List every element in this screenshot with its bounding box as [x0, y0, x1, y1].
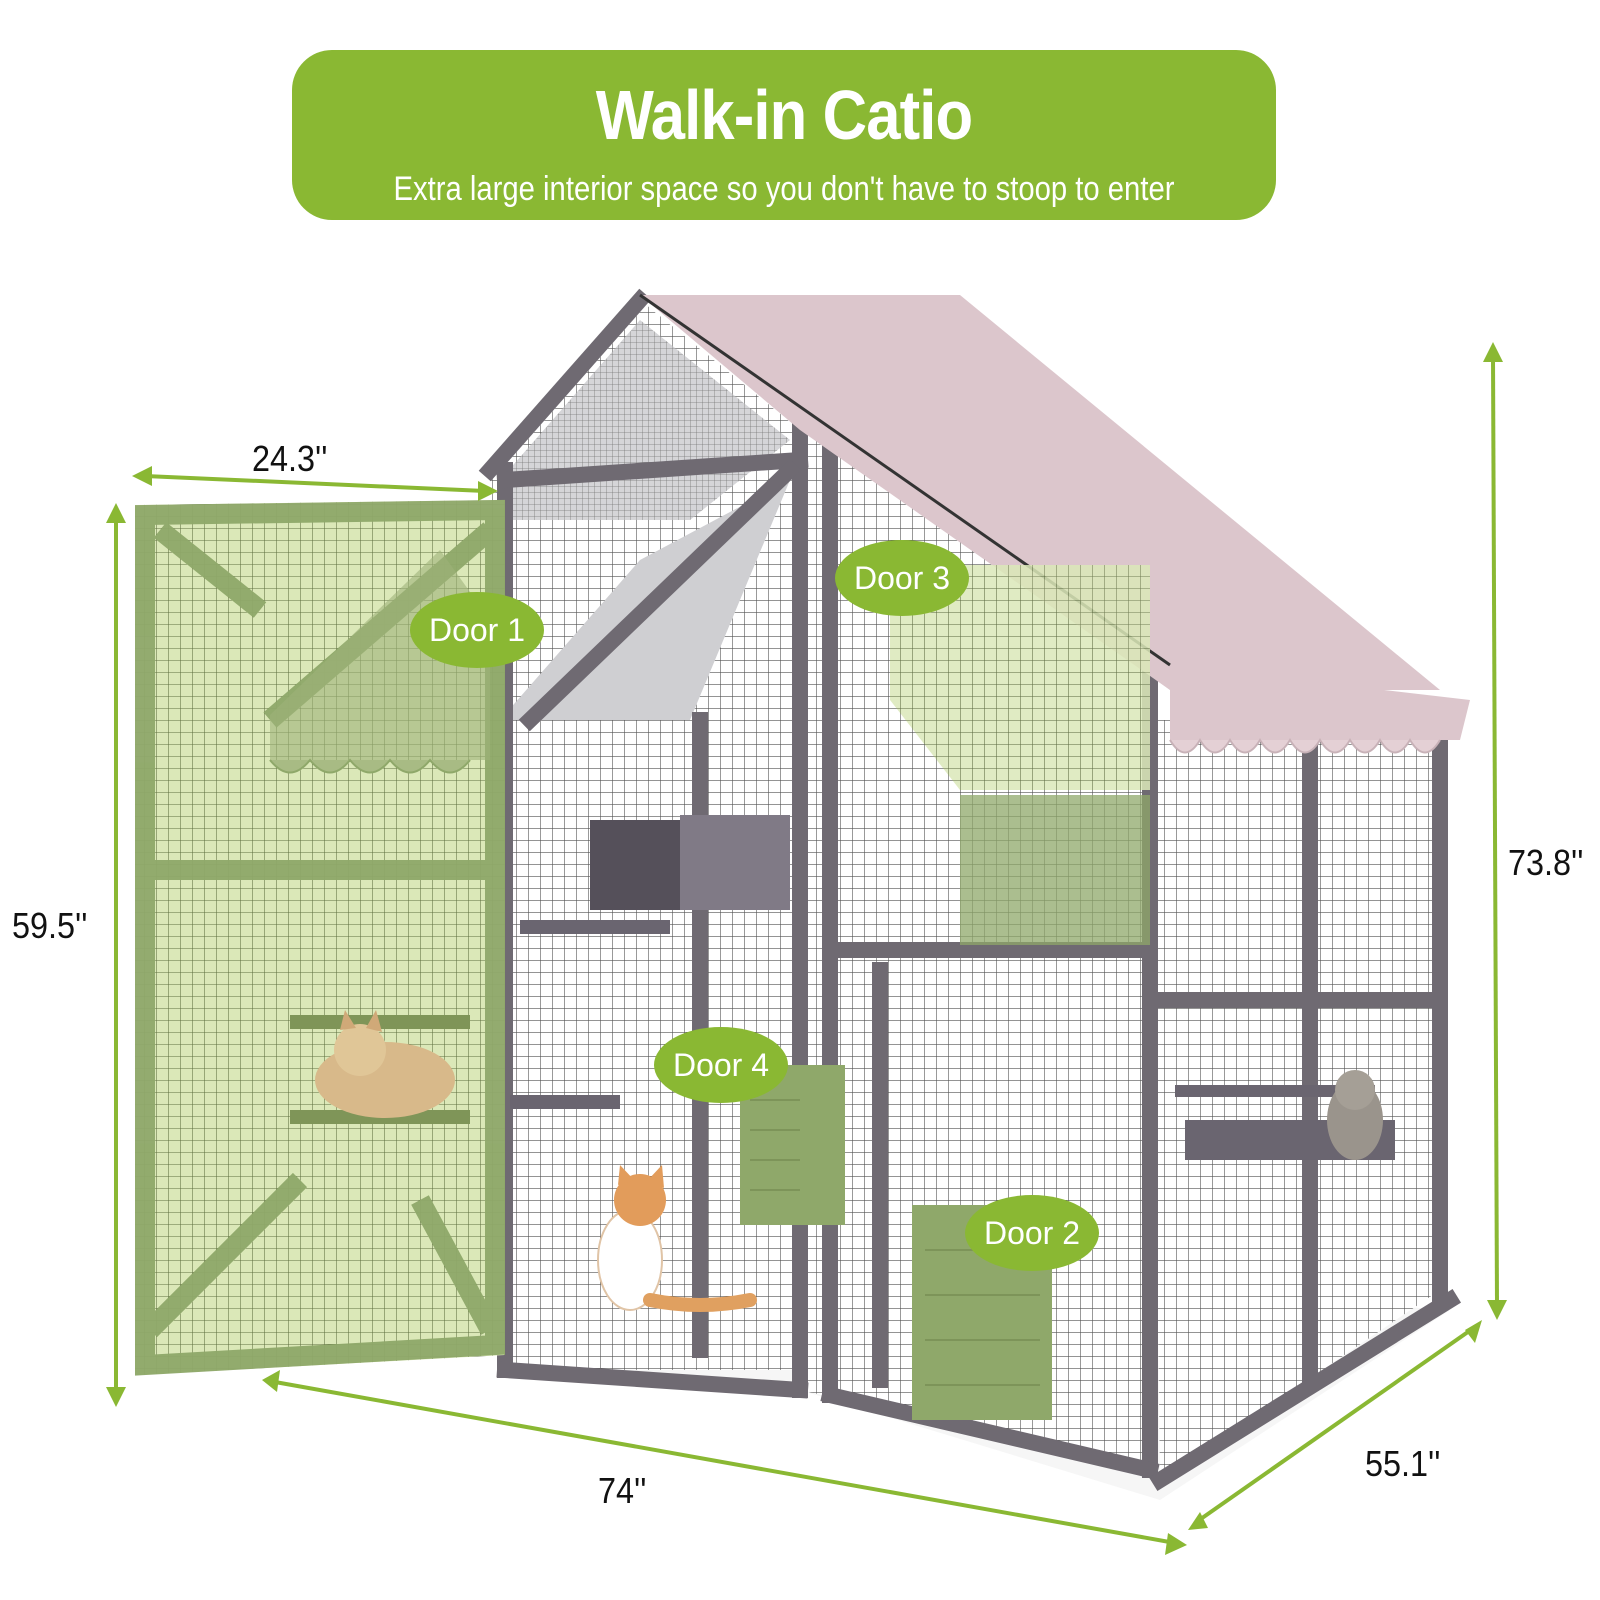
door-4-label-text: Door 4	[672, 1046, 770, 1083]
door-3-panel[interactable]	[890, 565, 1150, 790]
door-2-label: Door 2	[965, 1195, 1099, 1271]
depth-label: 55.1''	[1365, 1443, 1441, 1484]
right-side-panel	[1150, 720, 1440, 1480]
door-3-label: Door 3	[835, 540, 969, 616]
total-height-label: 73.8''	[1508, 842, 1584, 883]
door-1-label: Door 1	[410, 592, 544, 668]
header-banner: Walk-in Catio Extra large interior space…	[292, 50, 1276, 220]
kitten-on-floor	[597, 1165, 757, 1312]
cat-in-hammock	[1327, 1070, 1383, 1160]
banner-title: Walk-in Catio	[595, 76, 973, 154]
roof	[640, 295, 1470, 740]
door-width-label: 24.3''	[252, 438, 328, 479]
platform	[520, 920, 670, 934]
door-3-label-text: Door 3	[853, 559, 951, 596]
dimension-arrows	[106, 342, 1507, 1555]
banner-subtitle: Extra large interior space so you don't …	[393, 170, 1175, 208]
cat-on-door-shelf	[315, 1010, 455, 1118]
door-2-label-text: Door 2	[983, 1214, 1081, 1251]
door-4-label: Door 4	[654, 1027, 788, 1103]
door-height-label: 59.5''	[12, 905, 88, 946]
door-1-label-text: Door 1	[428, 611, 526, 648]
hideout-box	[590, 820, 680, 910]
length-label: 74''	[598, 1470, 647, 1511]
